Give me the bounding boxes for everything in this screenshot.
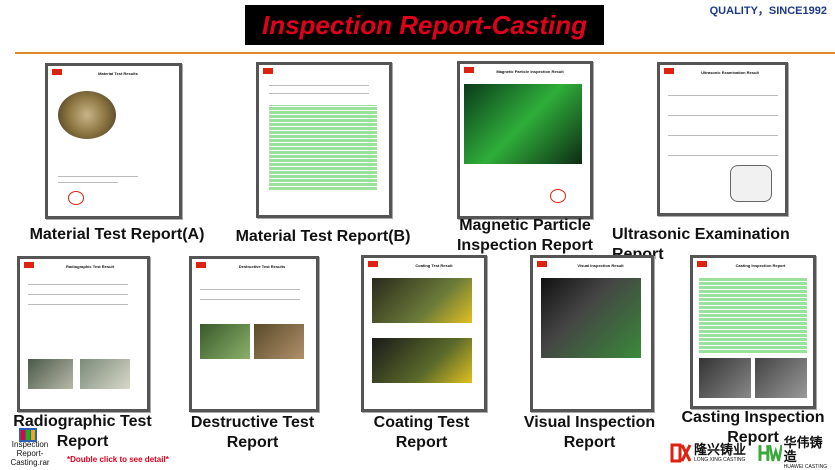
report-thumbnail-material-b[interactable] xyxy=(256,62,392,218)
text-line xyxy=(200,289,300,290)
company-logo-icon xyxy=(537,261,547,267)
text-line xyxy=(668,155,778,156)
casting-photo-1 xyxy=(699,358,751,398)
report-thumbnail-radiographic[interactable]: Radiographic Test Result xyxy=(17,256,150,412)
text-line xyxy=(28,284,128,285)
company-logo-icon xyxy=(464,67,474,73)
text-line xyxy=(28,304,128,305)
brand-huawei: 华伟铸造 HUAWEI CASTING xyxy=(758,436,835,470)
casting-photo-2 xyxy=(755,358,807,398)
doc-title: Ultrasonic Examination Result xyxy=(701,70,759,75)
doc-title: Casting Inspection Report xyxy=(735,263,786,268)
report-thumbnail-casting[interactable]: Casting Inspection Report xyxy=(690,255,816,409)
report-caption: Material Test Report(B) xyxy=(235,228,411,245)
report-thumbnail-material-a[interactable]: Material Test Results xyxy=(45,63,182,219)
company-logo-icon xyxy=(196,262,206,268)
signature-stamp xyxy=(68,191,84,205)
report-thumbnail-ultrasonic[interactable]: Ultrasonic Examination Result xyxy=(657,62,788,216)
coating-photo-2 xyxy=(372,338,472,383)
report-caption: Visual Inspection Report xyxy=(523,414,656,451)
text-line xyxy=(58,176,138,177)
doc-title: Coating Test Result xyxy=(415,263,453,268)
tagline: QUALITY，SINCE1992 xyxy=(709,5,827,17)
header-divider xyxy=(15,52,835,54)
report-thumbnail-coating[interactable]: Coating Test Result xyxy=(361,255,487,412)
report-caption: Radiographic Test Report xyxy=(13,413,152,450)
report-caption: Coating Test Report xyxy=(373,414,470,451)
text-line xyxy=(269,85,369,86)
radiograph-photo-1 xyxy=(28,359,73,389)
doc-title: Radiographic Test Result xyxy=(66,264,114,269)
brand1-cn: 隆兴铸业 xyxy=(694,442,747,457)
archive-file-icon[interactable] xyxy=(19,428,37,442)
longxing-logo-icon xyxy=(670,443,692,463)
brand1-en: LONG XING CASTING xyxy=(694,457,746,463)
radiograph-photo-2 xyxy=(80,359,130,389)
report-thumbnail-destructive[interactable]: Destructive Test Results xyxy=(189,256,319,412)
company-logo-icon xyxy=(263,68,273,74)
company-logo-icon xyxy=(52,69,62,75)
text-line xyxy=(200,299,300,300)
text-line xyxy=(58,182,118,183)
report-thumbnail-visual[interactable]: Visual Inspection Result xyxy=(530,255,654,412)
company-logo-icon xyxy=(697,261,707,267)
archive-file-label[interactable]: Inspection Report-Casting.rar xyxy=(10,440,50,467)
brand2-cn: 华伟铸造 xyxy=(783,435,823,464)
huawei-logo-icon xyxy=(758,444,782,462)
doc-title: Destructive Test Results xyxy=(238,264,286,269)
page-title: Inspection Report-Casting xyxy=(261,9,587,40)
double-click-hint: *Double click to see detail* xyxy=(67,455,169,464)
magnetic-particle-photo xyxy=(464,84,582,164)
casting-photo xyxy=(541,278,641,358)
inspection-table xyxy=(699,278,807,353)
text-line xyxy=(269,93,369,94)
text-line xyxy=(668,135,778,136)
fracture-photo-2 xyxy=(254,324,304,359)
fracture-photo-1 xyxy=(200,324,250,359)
company-logo-icon xyxy=(368,261,378,267)
text-line xyxy=(28,294,128,295)
signature-stamp xyxy=(550,189,566,203)
report-caption: Material Test Report(A) xyxy=(29,226,205,243)
brand2-en: HUAWEI CASTING xyxy=(783,464,828,470)
coating-photo-1 xyxy=(372,278,472,323)
title-banner: Inspection Report-Casting xyxy=(245,5,604,45)
microstructure-image xyxy=(58,91,116,139)
company-logo-icon xyxy=(24,262,34,268)
doc-title: Visual Inspection Result xyxy=(577,263,624,268)
brand-longxing: 隆兴铸业 LONG XING CASTING xyxy=(670,441,746,465)
text-line xyxy=(668,95,778,96)
doc-title: Material Test Results xyxy=(98,71,138,76)
report-thumbnail-magnetic[interactable]: Magnetic Particle Inspection Result xyxy=(457,61,593,219)
doc-title: Magnetic Particle Inspection Result xyxy=(496,69,564,74)
report-caption: Casting Inspection Report xyxy=(681,409,825,446)
report-caption: Magnetic Particle Inspection Report xyxy=(456,217,593,254)
text-line xyxy=(668,115,778,116)
results-table xyxy=(269,105,377,190)
casting-drawing xyxy=(730,165,772,202)
company-logo-icon xyxy=(664,68,674,74)
report-caption: Destructive Test Report xyxy=(190,414,315,451)
